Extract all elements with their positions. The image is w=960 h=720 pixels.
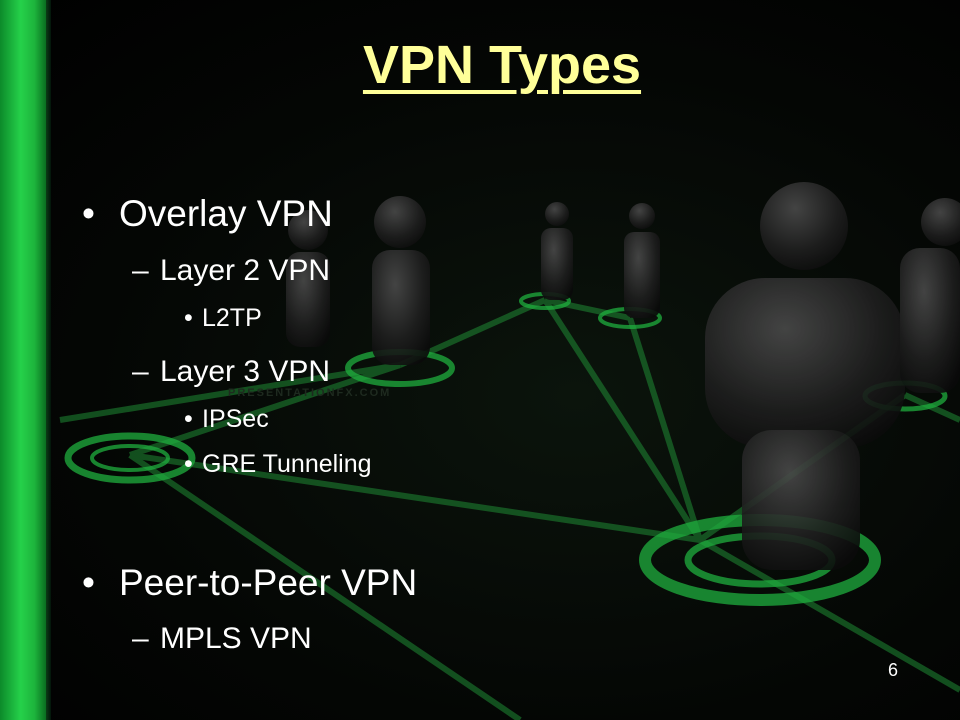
bullet-overlay-vpn: • Overlay VPN xyxy=(82,193,333,235)
bullet-text: IPSec xyxy=(202,405,269,433)
bullet-text: Layer 2 VPN xyxy=(160,254,331,287)
watermark-text: PRESENTATIONFX.COM xyxy=(228,387,392,399)
bullet-marker: • xyxy=(184,405,193,433)
bullet-marker: • xyxy=(82,193,95,234)
bullet-text: L2TP xyxy=(202,304,262,332)
bullet-layer2-vpn: –Layer 2 VPN xyxy=(132,254,330,288)
bullet-l2tp: • L2TP xyxy=(184,304,262,333)
bullet-gre-tunneling: • GRE Tunneling xyxy=(184,450,372,479)
bullet-text: Layer 3 VPN xyxy=(160,355,331,388)
bullet-text: Overlay VPN xyxy=(119,193,333,234)
green-side-bar xyxy=(0,0,46,720)
page-number: 6 xyxy=(888,660,899,680)
bullet-marker: • xyxy=(82,562,95,603)
side-bar-shadow xyxy=(46,0,51,720)
slide-title: VPN Types xyxy=(362,35,642,95)
bullet-ipsec: • IPSec xyxy=(184,405,269,434)
bullet-text: MPLS VPN xyxy=(160,622,312,655)
bullet-marker: – xyxy=(132,622,149,655)
bullet-marker: – xyxy=(132,355,149,388)
bullet-marker: • xyxy=(184,304,193,332)
bullet-text: GRE Tunneling xyxy=(202,450,372,478)
bullet-marker: – xyxy=(132,254,149,287)
bullet-marker: • xyxy=(184,450,193,478)
bullet-layer3-vpn: –Layer 3 VPN xyxy=(132,355,330,389)
bullet-text: Peer-to-Peer VPN xyxy=(119,562,418,603)
bullet-peer-to-peer-vpn: • Peer-to-Peer VPN xyxy=(82,562,417,604)
bullet-mpls-vpn: –MPLS VPN xyxy=(132,622,312,656)
